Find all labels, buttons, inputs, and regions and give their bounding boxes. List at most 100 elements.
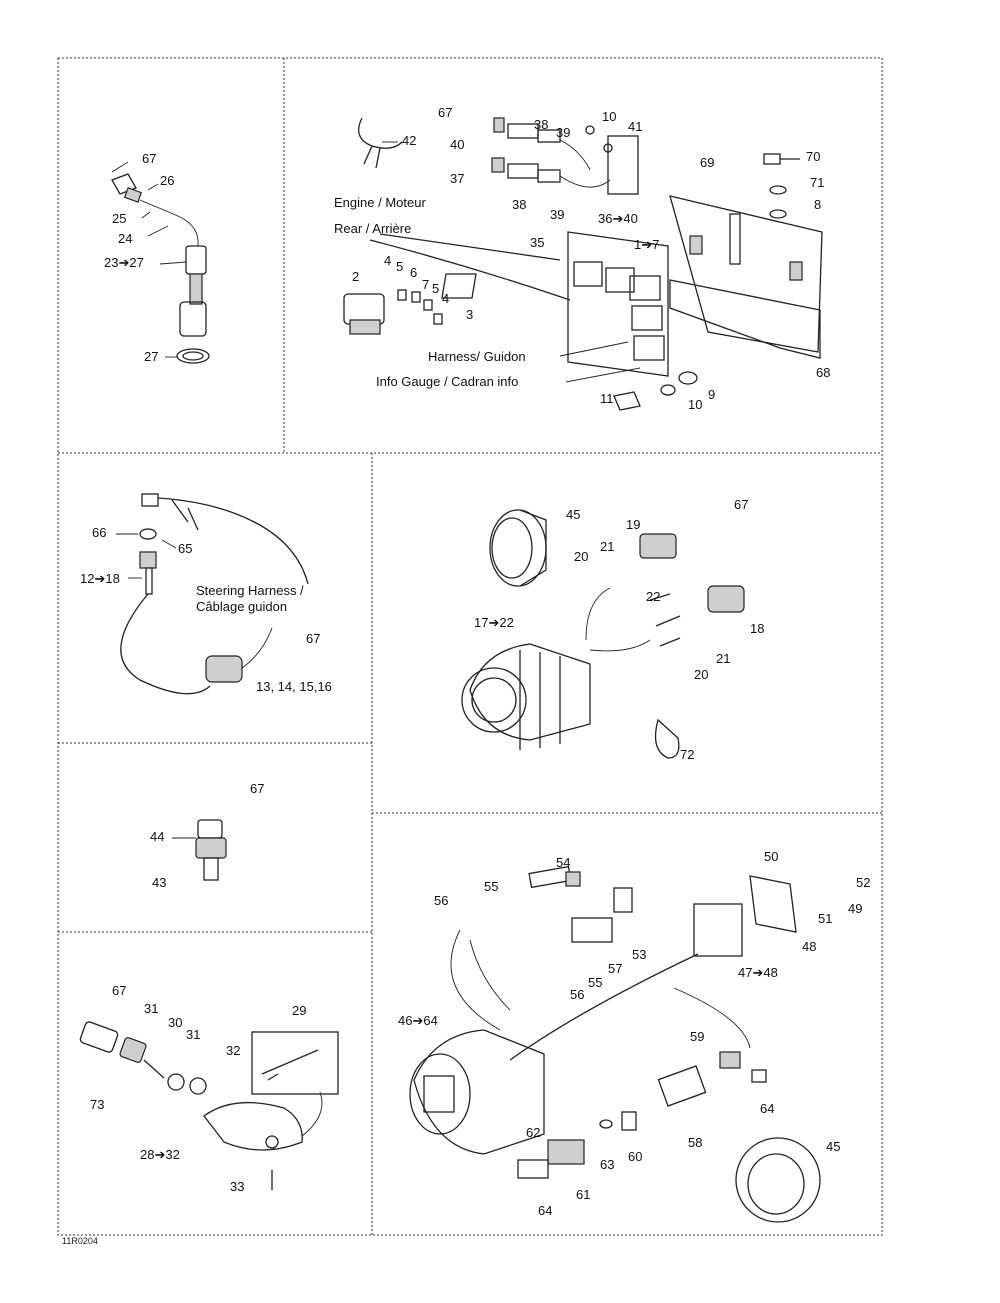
part-label: 35 — [530, 235, 545, 250]
caption-engine: Engine / Moteur — [334, 195, 426, 210]
part-label: 31 — [144, 1001, 159, 1016]
part-label: 6 — [410, 265, 418, 280]
part-label: 67 — [250, 781, 265, 796]
part-label: 5 — [396, 259, 404, 274]
part-label: 17➔22 — [474, 615, 514, 630]
caption-steering-line2: Câblage guidon — [196, 599, 288, 614]
part-label: 67 — [438, 105, 453, 120]
panel5-sensor-drawing — [172, 819, 227, 881]
part-label: 25 — [112, 211, 127, 226]
part-label: 20 — [574, 549, 589, 564]
part-label: 10 — [602, 109, 617, 124]
part-label: 38 — [534, 117, 549, 132]
part-label: 47➔48 — [738, 965, 778, 980]
part-label: 38 — [512, 197, 527, 212]
part-label: 7 — [422, 277, 430, 292]
part-label: 21 — [716, 651, 731, 666]
part-label: 59 — [690, 1029, 705, 1044]
part-label: 67 — [142, 151, 157, 166]
part-label: 57 — [608, 961, 623, 976]
part-label: 67 — [112, 983, 127, 998]
part-label: 29 — [292, 1003, 307, 1018]
panel6-throttle-drawing — [79, 1021, 339, 1190]
part-label: 41 — [628, 119, 643, 134]
part-label: 3 — [466, 307, 474, 322]
part-label: 21 — [600, 539, 615, 554]
part-label: 61 — [576, 1187, 591, 1202]
panel7-infogauge-drawing — [409, 865, 821, 1223]
part-label: 11 — [600, 391, 614, 406]
part-label: 44 — [150, 829, 165, 844]
part-label: 13, 14, 15,16 — [256, 679, 332, 694]
part-label: 42 — [402, 133, 417, 148]
part-label: 46➔64 — [398, 1013, 438, 1028]
part-label: 48 — [802, 939, 817, 954]
caption-info-gauge: Info Gauge / Cadran info — [376, 374, 519, 389]
part-label: 39 — [550, 207, 565, 222]
caption-harness: Harness/ Guidon — [428, 349, 526, 364]
panel2-module-drawing — [343, 117, 823, 411]
reference-code: 11R0204 — [62, 1236, 98, 1246]
part-label: 28➔32 — [140, 1147, 180, 1162]
part-label: 64 — [538, 1203, 553, 1218]
part-label: 33 — [230, 1179, 245, 1194]
part-label: 56 — [434, 893, 449, 908]
part-label: 67 — [306, 631, 321, 646]
part-label: 22 — [646, 589, 661, 604]
part-label: 40 — [450, 137, 465, 152]
part-label: 62 — [526, 1125, 541, 1140]
part-label: 43 — [152, 875, 167, 890]
part-label: 39 — [556, 125, 571, 140]
part-label: 52 — [856, 875, 871, 890]
part-label: 45 — [566, 507, 581, 522]
part-label: 73 — [90, 1097, 105, 1112]
part-label: 19 — [626, 517, 641, 532]
part-label: 53 — [632, 947, 647, 962]
part-label: 4 — [384, 253, 392, 268]
part-label: 10 — [688, 397, 703, 412]
part-label: 64 — [760, 1101, 775, 1116]
part-label: 26 — [160, 173, 175, 188]
caption-rear: Rear / Arrière — [334, 221, 412, 236]
part-label: 54 — [556, 855, 571, 870]
part-label: 67 — [734, 497, 749, 512]
part-label: 8 — [814, 197, 822, 212]
caption-steering-line1: Steering Harness / — [196, 583, 304, 598]
part-label: 55 — [588, 975, 603, 990]
part-label: 37 — [450, 171, 465, 186]
part-label: 36➔40 — [598, 211, 638, 226]
part-label: 58 — [688, 1135, 703, 1150]
part-label: 71 — [810, 175, 825, 190]
part-label: 70 — [806, 149, 821, 164]
part-label: 4 — [442, 291, 450, 306]
part-label: 32 — [226, 1043, 241, 1058]
panel3-harness-drawing — [116, 493, 309, 695]
panel-frames — [57, 57, 883, 1236]
part-label: 50 — [764, 849, 779, 864]
part-label: 56 — [570, 987, 585, 1002]
part-label: 72 — [680, 747, 695, 762]
part-label: 27 — [144, 349, 159, 364]
part-label: 66 — [92, 525, 107, 540]
part-label: 9 — [708, 387, 716, 402]
part-label: 65 — [178, 541, 193, 556]
part-label: 12➔18 — [80, 571, 120, 586]
part-label: 60 — [628, 1149, 643, 1164]
part-label: 2 — [352, 269, 360, 284]
part-label: 51 — [818, 911, 833, 926]
part-label: 20 — [694, 667, 709, 682]
panel4-gauge-drawing — [461, 509, 745, 759]
part-label: 24 — [118, 231, 133, 246]
part-label: 45 — [826, 1139, 841, 1154]
part-label: 69 — [700, 155, 715, 170]
part-label: 31 — [186, 1027, 201, 1042]
part-label: 18 — [750, 621, 765, 636]
part-label: 49 — [848, 901, 863, 916]
part-label: 23➔27 — [104, 255, 144, 270]
part-label: 68 — [816, 365, 831, 380]
part-label: 1➔7 — [634, 237, 660, 252]
part-label: 5 — [432, 281, 440, 296]
part-label: 30 — [168, 1015, 183, 1030]
